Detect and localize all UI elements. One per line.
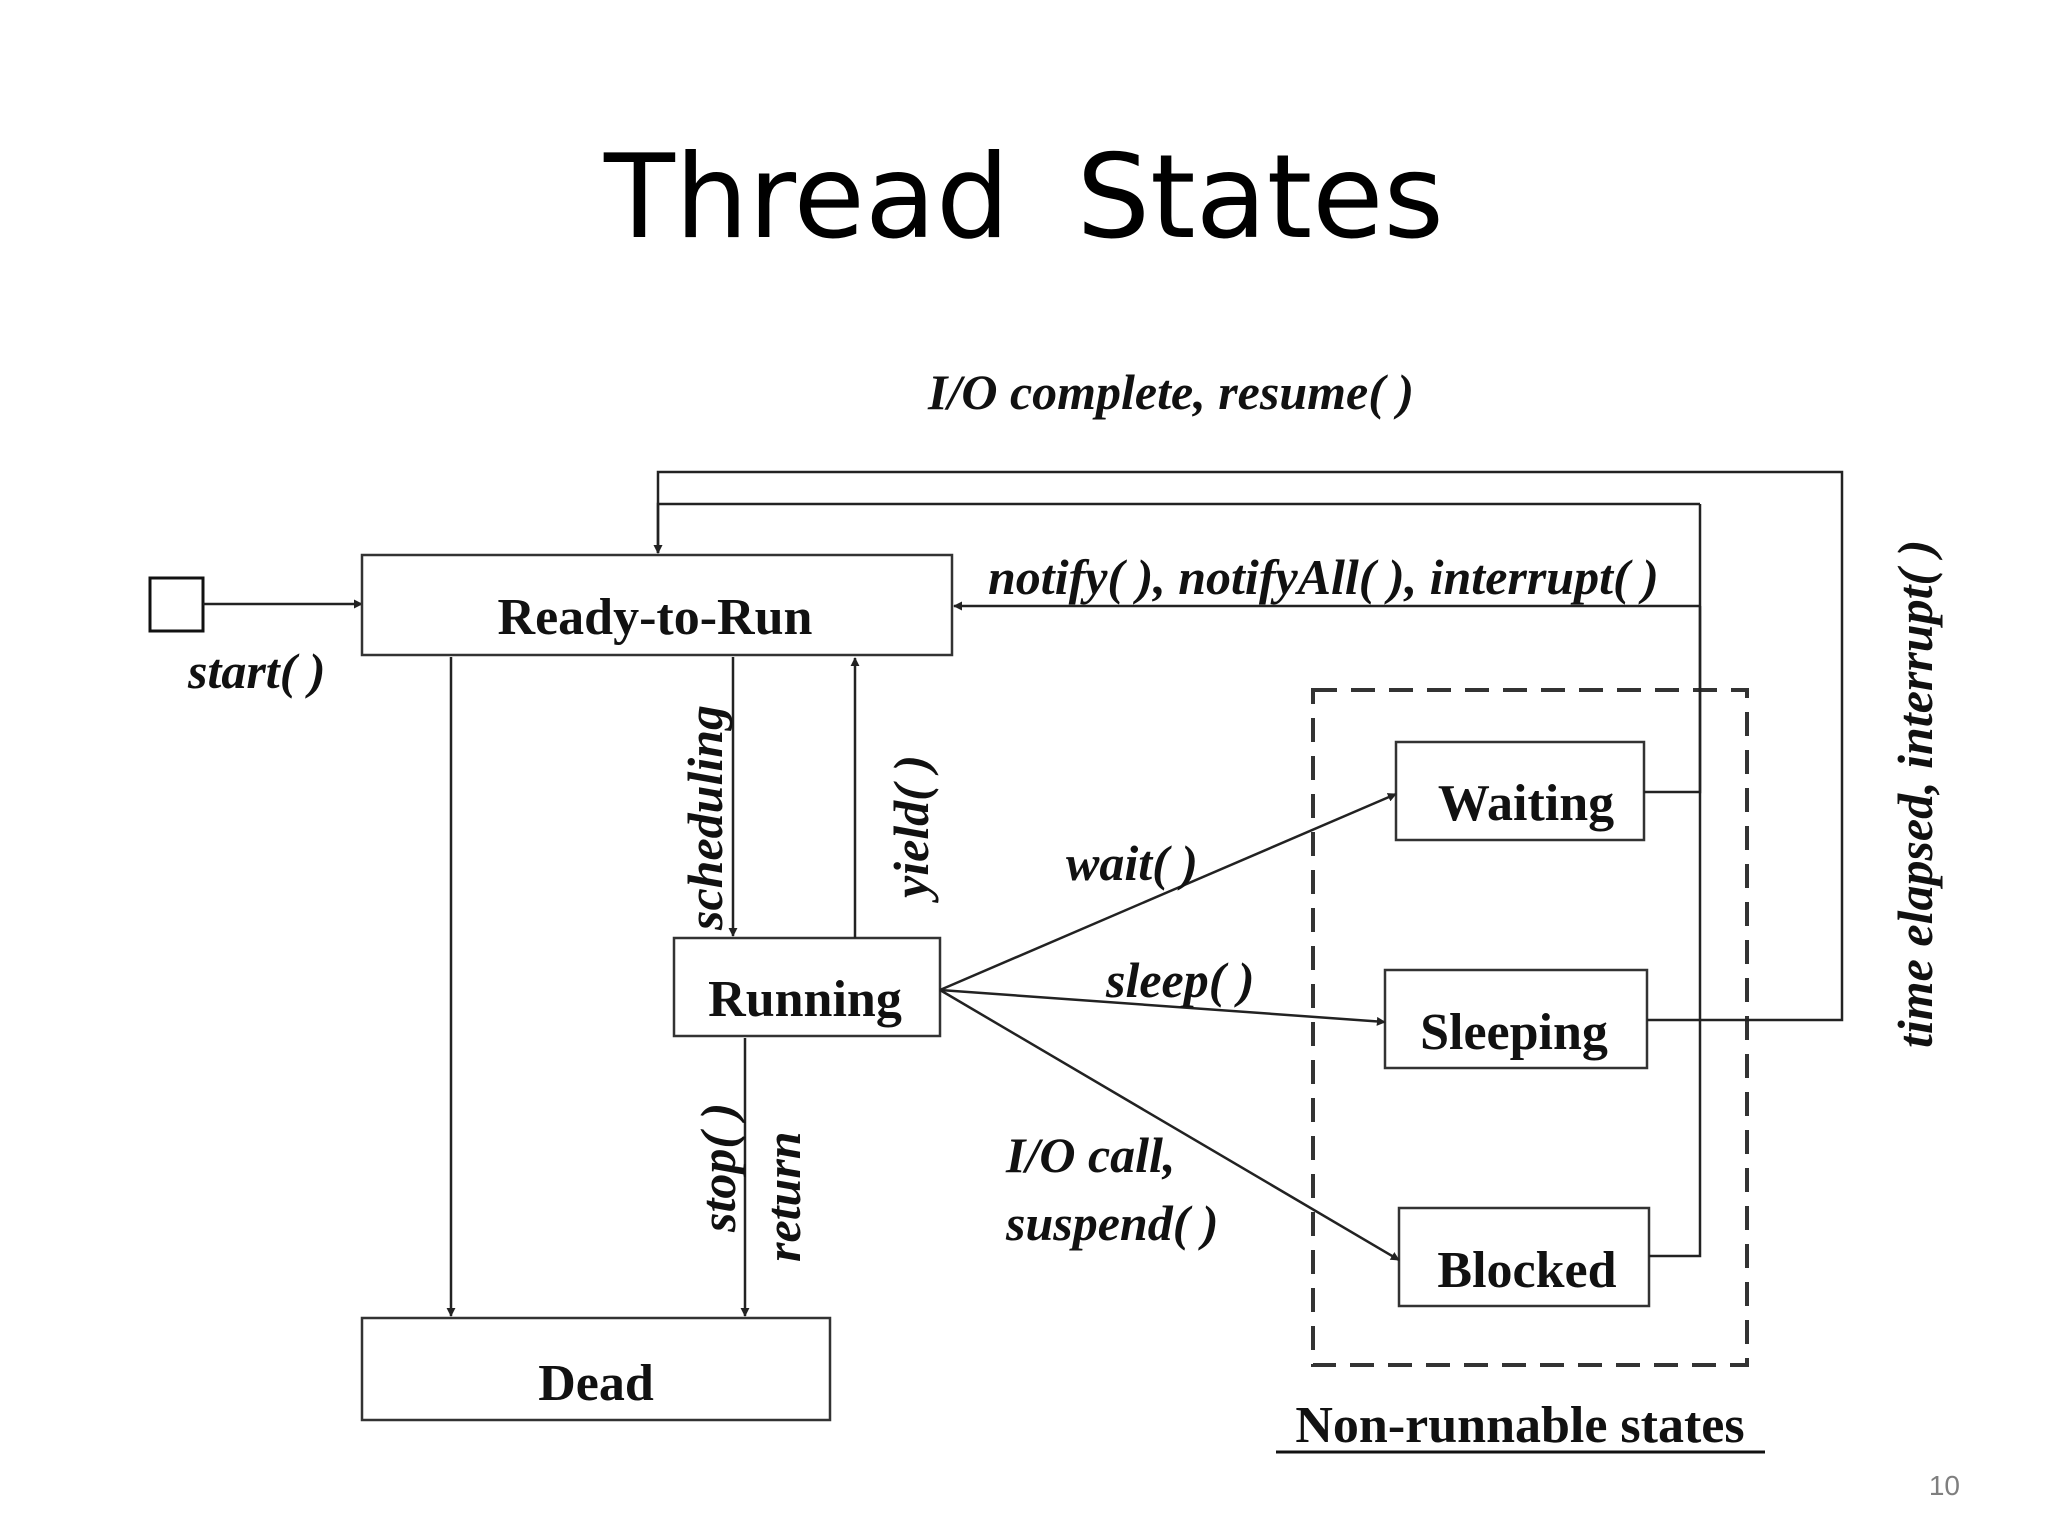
ready-to-run-box: [360, 553, 954, 657]
blocked-box: [1397, 1206, 1651, 1308]
initial-state-marker: [148, 576, 205, 633]
ready-to-run-label: Ready-to-Run: [498, 589, 813, 646]
sleep-arrow: [939, 988, 1386, 1026]
start-label: start( ): [187, 643, 326, 699]
stop-label: stop( ): [690, 1103, 746, 1233]
return-label: return: [755, 1131, 811, 1262]
waiting-return-line: [1644, 606, 1702, 794]
sleep-label: sleep( ): [1105, 952, 1255, 1008]
io-call-label-line1: I/O call,: [1005, 1127, 1175, 1183]
running-label: Running: [708, 971, 902, 1028]
scheduling-label: scheduling: [677, 705, 733, 931]
waiting-label: Waiting: [1438, 775, 1614, 832]
waiting-box: [1394, 740, 1646, 842]
dead-box: [360, 1316, 832, 1422]
yield-label: yield( ): [883, 755, 939, 903]
wait-arrow: [939, 792, 1397, 992]
sleeping-box: [1383, 968, 1649, 1070]
blocked-label: Blocked: [1437, 1242, 1616, 1299]
io-call-label-line2: suspend( ): [1005, 1195, 1219, 1251]
time-elapsed-label: time elapsed, interrupt( ): [1887, 540, 1943, 1048]
blocked-return-line: [1649, 606, 1702, 1258]
sleeping-label: Sleeping: [1420, 1004, 1608, 1061]
notify-label: notify( ), notifyAll( ), interrupt( ): [988, 549, 1659, 605]
io-complete-label: I/O complete, resume( ): [927, 364, 1414, 420]
running-box: [672, 936, 942, 1038]
page-number: 10: [1928, 1470, 1960, 1501]
io-call-arrow: [939, 988, 1400, 1262]
dead-label: Dead: [538, 1355, 654, 1412]
non-runnable-group: [1311, 688, 1749, 1367]
time-elapsed-arrow: [653, 470, 1844, 1022]
non-runnable-label: Non-runnable states: [1295, 1397, 1744, 1454]
io-complete-arrow: [653, 502, 1700, 554]
slide-title: Thread States: [604, 130, 1444, 265]
wait-label: wait( ): [1066, 835, 1198, 891]
